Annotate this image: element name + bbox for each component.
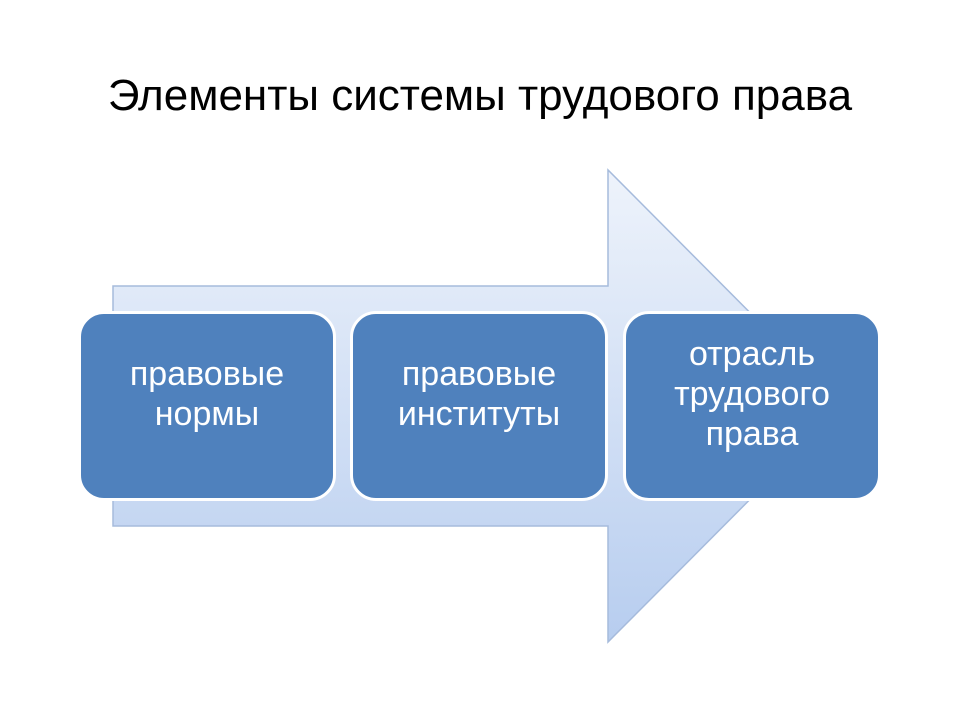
node-legal-institutions: правовые институты [350,311,608,501]
node-labor-law-branch-label: отрасль трудового права [674,335,830,453]
node-legal-norms-label: правовые нормы [129,355,285,433]
node-labor-law-branch: отрасль трудового права [623,311,881,501]
slide-title: Элементы системы трудового права [107,71,853,120]
node-legal-norms: правовые нормы [78,311,336,501]
node-legal-institutions-label: правовые институты [397,355,561,433]
